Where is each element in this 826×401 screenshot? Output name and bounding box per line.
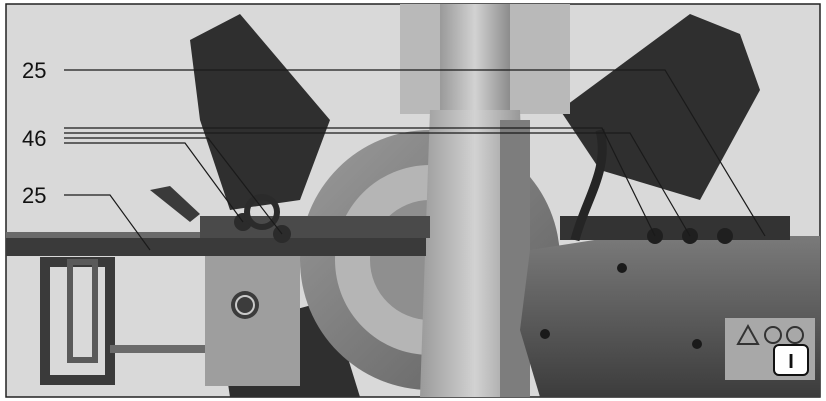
fence-screw-right-3 (717, 228, 733, 244)
housing-screw-3 (692, 339, 702, 349)
power-cable (570, 128, 607, 242)
fence-left (200, 216, 430, 238)
housing-screw-1 (617, 263, 627, 273)
figure-badge-label: I (788, 351, 794, 373)
figure-badge (773, 344, 809, 376)
callout-label-top: 25 (22, 58, 46, 83)
callout-label-middle: 46 (22, 126, 46, 151)
leader-46-a (64, 127, 656, 237)
callout-label-bottom: 25 (22, 183, 46, 208)
housing-screw-2 (540, 329, 550, 339)
extension-rod (110, 345, 220, 353)
leader-top-25 (64, 69, 766, 237)
warning-symbol-icon (764, 326, 782, 344)
fence-knob-left (244, 194, 280, 230)
extension-handle-left-inner (67, 259, 98, 363)
base-lock-knob-ring (235, 295, 255, 315)
right-fence (560, 216, 790, 240)
bevel-lever (150, 186, 200, 222)
base-left-block (205, 256, 300, 386)
leader-46-d (64, 142, 244, 223)
leader-46-b (64, 132, 691, 237)
support-bracket-right (560, 14, 760, 200)
leader-46-c (64, 137, 283, 235)
warning-triangle-icon (736, 323, 760, 345)
handle-arm-shadow (500, 120, 530, 397)
warning-symbol-icon (786, 326, 804, 344)
leader-bottom-25 (64, 194, 151, 251)
callout-leaders (64, 69, 766, 251)
